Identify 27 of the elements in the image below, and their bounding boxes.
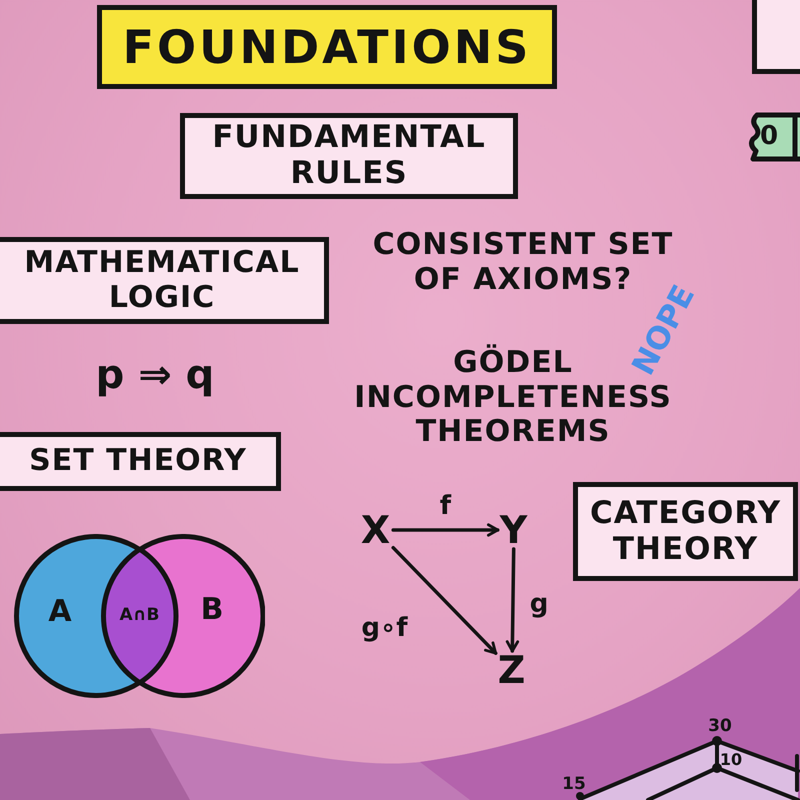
edge-label: g∘f bbox=[361, 615, 408, 642]
arrow bbox=[391, 546, 498, 655]
arrow bbox=[506, 547, 520, 653]
topic-title: SET THEORY bbox=[29, 444, 247, 479]
edge-label: f bbox=[440, 493, 452, 519]
arrow bbox=[391, 523, 500, 537]
set-label: B bbox=[200, 595, 224, 625]
topic-box bbox=[180, 113, 518, 199]
topic-title: FUNDAMENTAL RULES bbox=[211, 120, 487, 192]
set-label: A∩B bbox=[120, 607, 160, 624]
math-symbol: X bbox=[358, 511, 394, 549]
math-symbol: Z bbox=[496, 651, 528, 689]
edge-label: g bbox=[530, 591, 548, 617]
topic-box bbox=[573, 482, 798, 581]
topic-box bbox=[0, 237, 329, 324]
topic-box bbox=[752, 0, 800, 74]
math-formula: p ⇒ q bbox=[96, 355, 214, 395]
topic-box bbox=[0, 432, 281, 491]
diagram-title: FOUNDATIONS bbox=[122, 20, 532, 74]
tag-label: 0 bbox=[760, 122, 780, 152]
lattice-number: 10 bbox=[720, 752, 742, 768]
lattice-number: 30 bbox=[708, 718, 732, 734]
set-label: A bbox=[48, 597, 72, 627]
math-symbol: Y bbox=[498, 511, 530, 549]
topic-title: MATHEMATICAL LOGIC bbox=[23, 246, 301, 315]
topic-title: CATEGORY THEORY bbox=[588, 496, 782, 568]
lattice-number: 15 bbox=[562, 776, 586, 792]
